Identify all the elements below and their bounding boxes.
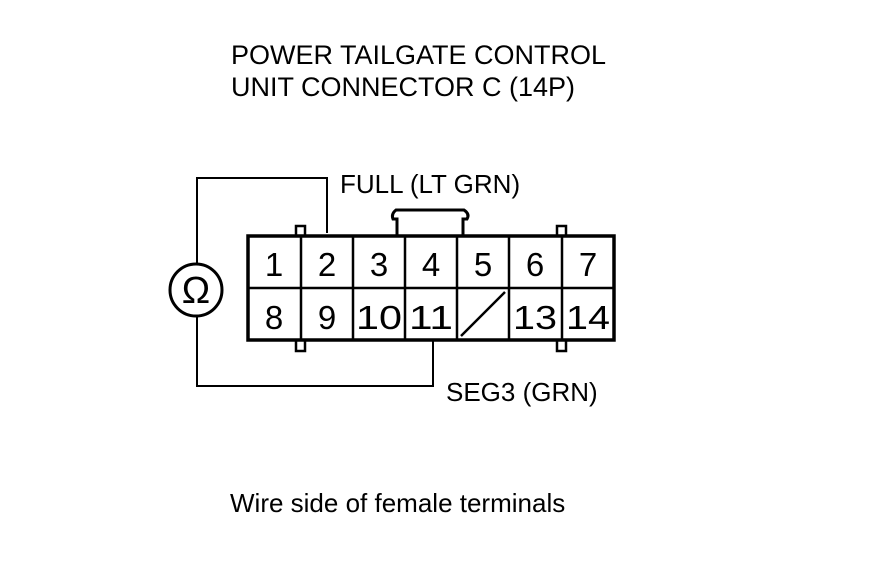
- pin-9: 9: [318, 299, 336, 336]
- pin-6: 6: [526, 246, 544, 283]
- pin-1: 1: [265, 246, 283, 283]
- connector-housing: [246, 208, 616, 353]
- empty-cavity-slash: [460, 291, 506, 337]
- caption: Wire side of female terminals: [230, 488, 565, 518]
- pin-5: 5: [474, 246, 492, 283]
- wire-label-full: FULL (LT GRN): [340, 169, 520, 199]
- pin-3: 3: [370, 246, 388, 283]
- pin-11: 11: [409, 299, 453, 336]
- title-line-1: POWER TAILGATE CONTROL: [231, 40, 606, 70]
- lock-tab: [390, 208, 470, 236]
- pin-7: 7: [579, 246, 597, 283]
- wire-label-seg3: SEG3 (GRN): [446, 377, 598, 407]
- test-lead-seg3: [196, 317, 434, 387]
- pin-2: 2: [318, 246, 336, 283]
- pin-4: 4: [422, 246, 440, 283]
- pin-8: 8: [265, 299, 283, 336]
- pin-14: 14: [566, 299, 610, 336]
- pin-10: 10: [356, 299, 402, 336]
- pin-13: 13: [513, 299, 557, 336]
- title-line-2: UNIT CONNECTOR C (14P): [231, 72, 575, 102]
- ohmmeter-icon: Ω: [168, 262, 224, 318]
- test-lead-full: [196, 177, 328, 264]
- ohm-symbol: Ω: [182, 270, 210, 312]
